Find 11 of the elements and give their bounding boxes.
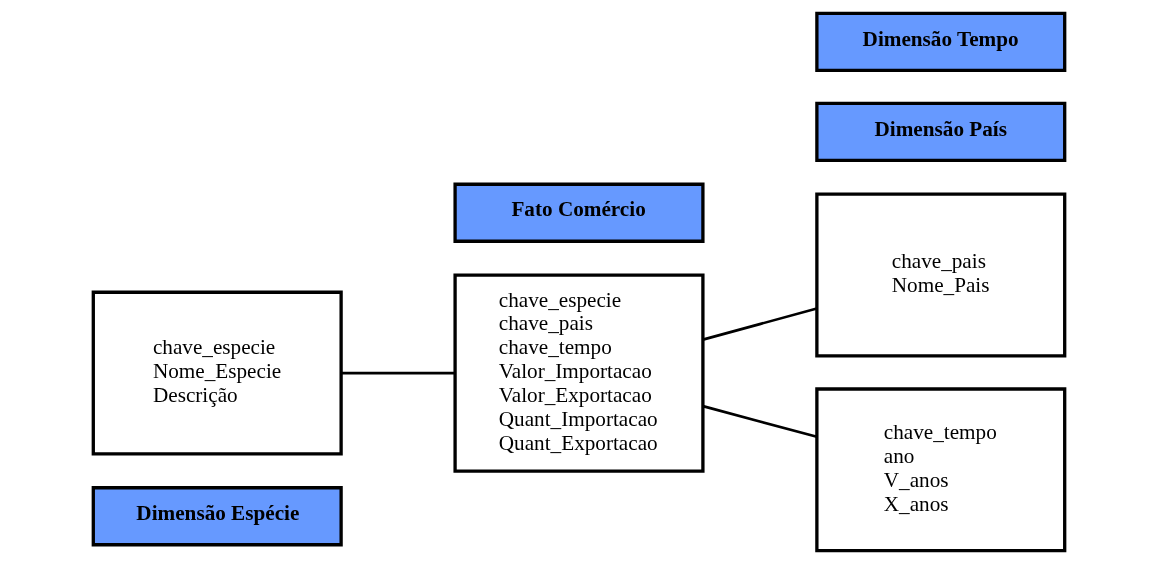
node-box: chave_especie chave_pais chave_tempo Valor_Importacao Valor_Exportacao Quant_Importacao Quant_Exportacao — [452, 273, 705, 473]
node-box: Fato Comércio — [452, 182, 705, 243]
node-box: chave_especie Nome_Especie Descrição — [91, 290, 343, 456]
node-box: Dimensão País — [814, 101, 1066, 163]
node-box: chave_tempo ano V_anos X_anos — [814, 387, 1066, 553]
connector — [340, 371, 455, 375]
node-box: Dimensão Tempo — [814, 11, 1066, 72]
node-box: chave_pais Nome_Pais — [814, 192, 1066, 358]
node-box: Dimensão Espécie — [91, 486, 343, 547]
connector — [702, 307, 817, 341]
connector — [702, 404, 817, 439]
